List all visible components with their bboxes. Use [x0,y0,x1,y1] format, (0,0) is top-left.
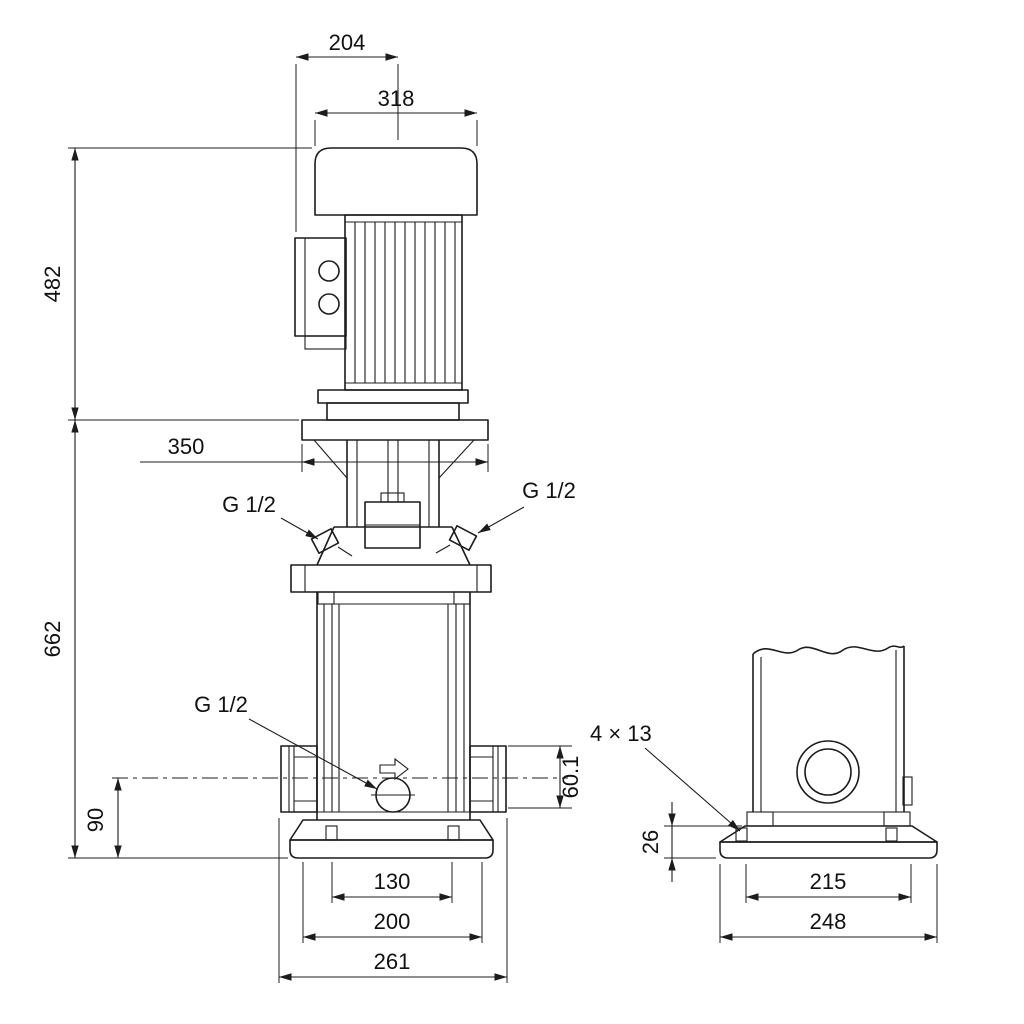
motor-body [344,214,463,391]
dim-label-90: 90 [83,808,108,832]
callout-g12-left: G 1/2 [222,492,319,540]
dim-318: 318 [314,86,478,146]
side-port-outer [796,740,860,804]
chamber-stack [316,591,471,820]
cable-entry-bottom [318,293,340,315]
dim-350: 350 [140,434,489,472]
dim-label-204: 204 [329,30,366,55]
front-view [280,147,507,859]
break-line [752,645,905,655]
motor-fins [354,222,456,383]
bolt-slot-right [885,827,898,842]
side-port-inner [804,748,852,796]
dim-label-350: 350 [168,434,205,459]
dim-261: 261 [278,818,508,983]
dim-label-215: 215 [810,869,847,894]
cable-entry-top [318,260,340,282]
pump-head [290,440,492,593]
dim-130: 130 [331,862,453,903]
thread-label-right: G 1/2 [522,478,576,503]
motor-stool-plate [301,419,489,441]
dimensions-front: 204 318 482 662 350 [40,30,583,983]
terminal-box [294,237,347,350]
callout-g12-right: G 1/2 [477,478,576,534]
dim-200: 200 [302,862,483,943]
dim-204: 204 [295,30,399,232]
thread-label-left: G 1/2 [222,492,276,517]
dim-label-26: 26 [638,830,663,854]
dimensions-side: 4 × 13 26 215 248 [590,721,938,943]
dim-label-318: 318 [378,86,415,111]
tie-rod-nut-right [453,591,471,605]
bolt-slot-left [735,827,748,842]
motor-cap [314,147,478,216]
dim-label-130: 130 [374,869,411,894]
thread-label-drain: G 1/2 [194,692,248,717]
dim-label-261: 261 [374,949,411,974]
dim-215: 215 [745,864,912,903]
motor-flange [301,389,489,479]
side-view [719,645,938,859]
bolt-holes-label: 4 × 13 [590,721,652,746]
tie-rod-nut-left [317,591,335,605]
dim-label-662: 662 [40,621,65,658]
dim-label-248: 248 [810,909,847,934]
port-left [280,745,318,813]
base-front [289,819,494,859]
dim-60-1: 60.1 [508,745,583,809]
callout-g12-drain: G 1/2 [194,692,378,790]
vent-plug-left [310,527,340,555]
dim-label-200: 200 [374,909,411,934]
flow-direction-arrow [379,757,409,781]
head-flange [290,564,492,593]
dim-label-482: 482 [40,266,65,303]
base-slot-right [447,825,460,841]
base-slot-left [325,825,338,841]
vent-plug-right [448,524,478,552]
dim-662: 662 [40,420,288,859]
dim-label-60-1: 60.1 [558,756,583,799]
port-right [469,745,507,813]
dim-90: 90 [83,777,568,858]
base-side [719,825,938,859]
sleeve [746,645,913,827]
dim-248: 248 [719,864,938,943]
dim-26: 26 [638,802,742,882]
callout-bolt-holes: 4 × 13 [590,721,741,832]
nameplate-clip [902,776,913,806]
dim-482: 482 [40,147,312,421]
